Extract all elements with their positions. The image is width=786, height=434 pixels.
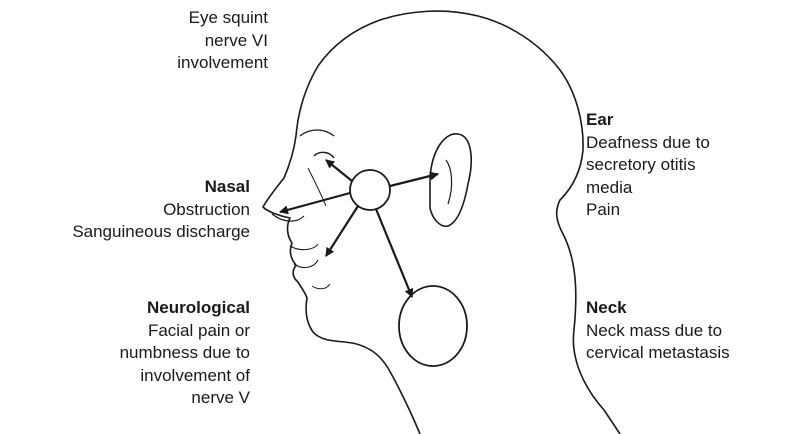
mouth-detail [290, 244, 318, 250]
ear-label: Ear Deafness due to secretory otitis med… [586, 109, 781, 222]
ear-outline [430, 134, 471, 226]
eye-detail [314, 152, 334, 158]
ear-inner [446, 160, 452, 204]
nasal-label-line-1: Obstruction [0, 199, 250, 222]
nasopharynx-circle [350, 170, 390, 210]
ear-label-line-3: media [586, 177, 781, 200]
eye-label-line-3: involvement [68, 52, 268, 75]
lower-lip-detail [294, 260, 318, 267]
neck-mass-circle [399, 286, 467, 366]
neurological-label-line-3: involvement of [0, 365, 250, 388]
eye-squint-label: Eye squint nerve VI involvement [68, 7, 268, 75]
eye-label-line-2: nerve VI [68, 30, 268, 53]
head-profile-outline [263, 11, 620, 434]
ear-heading: Ear [586, 109, 781, 132]
neck-heading: Neck [586, 297, 786, 320]
arrow-to-eye [326, 160, 352, 181]
arrow-to-jaw [326, 206, 358, 256]
arrow-to-neck [376, 209, 412, 297]
chin-line [312, 284, 330, 289]
nasal-heading: Nasal [0, 176, 250, 199]
neck-label-line-1: Neck mass due to [586, 320, 786, 343]
ear-label-line-1: Deafness due to [586, 132, 781, 155]
neurological-heading: Neurological [0, 297, 250, 320]
nasal-label-line-2: Sanguineous discharge [0, 221, 250, 244]
ear-label-line-2: secretory otitis [586, 154, 781, 177]
eye-label-line-1: Eye squint [68, 7, 268, 30]
neurological-label: Neurological Facial pain or numbness due… [0, 297, 250, 410]
neurological-label-line-1: Facial pain or [0, 320, 250, 343]
ear-label-line-4: Pain [586, 199, 781, 222]
eyebrow-line [300, 130, 334, 136]
neurological-label-line-2: numbness due to [0, 342, 250, 365]
neck-label: Neck Neck mass due to cervical metastasi… [586, 297, 786, 365]
arrow-to-nose [280, 193, 350, 212]
neurological-label-line-4: nerve V [0, 387, 250, 410]
neck-label-line-2: cervical metastasis [586, 342, 786, 365]
nasal-label: Nasal Obstruction Sanguineous discharge [0, 176, 250, 244]
